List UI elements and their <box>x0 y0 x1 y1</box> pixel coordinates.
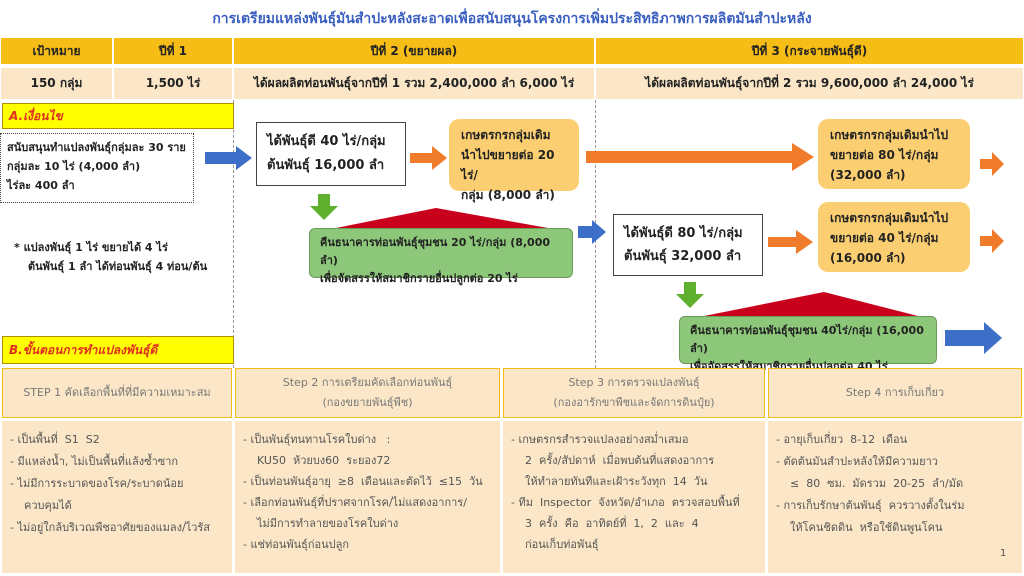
target-value: 150 กลุ่ม <box>0 67 113 100</box>
step-item: - ไม่อยู่ใกล้บริเวณพืชอาศัยของแมลง/ไวรัส <box>10 521 211 534</box>
step-item: - ทีม Inspector จังหวัด/อำเภอ ตรวจสอบพื้… <box>511 496 740 509</box>
header-year1: ปีที่ 1 <box>113 37 233 65</box>
step-item: 2 ครั้ง/สัปดาห์ เมื่อพบต้นที่แสดงอาการ <box>511 454 715 467</box>
divider-year2 <box>233 100 234 368</box>
step-subtitle: (กองอารักขาพืชและจัดการดินปุ๋ย) <box>553 396 715 409</box>
step-item: ≤ 80 ซม. มัดรวม 20-25 ลำ/มัด <box>776 477 964 490</box>
section-b-label: B.ขั้นตอนการทำแปลงพันธุ์ดี <box>2 336 234 364</box>
year2-yield-box: ได้พันธุ์ดี 40 ไร่/กลุ่ม ต้นพันธุ์ 16,00… <box>256 122 406 186</box>
header-year3: ปีที่ 3 (กระจายพันธุ์ดี) <box>595 37 1024 65</box>
support-line: สนับสนุนทำแปลงพันธุ์กลุ่มละ 30 ราย <box>7 141 186 154</box>
note-line: * แปลงพันธุ์ 1 ไร่ ขยายได้ 4 ไร่ <box>14 241 168 254</box>
step-title: Step 2 การเตรียมคัดเลือกท่อนพันธุ์ <box>282 376 453 389</box>
yield-line: ได้พันธุ์ดี 80 ไร่/กลุ่ม <box>624 226 743 241</box>
page-number: 1 <box>1000 548 1007 559</box>
step-item: ให้ทำลายทันทีและเฝ้าระวังทุก 14 วัน <box>511 475 708 488</box>
year3-yield-box: ได้พันธุ์ดี 80 ไร่/กลุ่ม ต้นพันธุ์ 32,00… <box>613 214 763 276</box>
step1-header: STEP 1 คัดเลือกพื้นที่ที่มีความเหมาะสม <box>2 368 232 418</box>
farmer-line: กลุ่ม (8,000 ลำ) <box>461 188 555 202</box>
year1-value: 1,500 ไร่ <box>113 67 233 100</box>
page-title: การเตรียมแหล่งพันธุ์มันสำปะหลังสะอาดเพื่… <box>212 11 812 27</box>
step2-body: - เป็นพันธุ์ทนทานโรคใบด่าง : KU50 ห้วยบง… <box>235 421 500 573</box>
farmer-line: เกษตรกรกลุ่มเดิมนำไป <box>830 211 949 225</box>
year3-farmer-box-2: เกษตรกรกลุ่มเดิมนำไป ขยายต่อ 40 ไร่/กลุ่… <box>818 202 970 272</box>
orange-arrow-icon <box>980 152 1004 176</box>
farmer-line: เกษตรกรกลุ่มเดิม <box>461 128 551 142</box>
year2-value: ได้ผลผลิตท่อนพันธุ์จากปีที่ 1 รวม 2,400,… <box>233 67 595 100</box>
step-item: ไม่มีการทำลายของโรคใบด่าง <box>243 517 399 530</box>
step-item: - ตัดต้นมันสำปะหลังให้มีความยาว <box>776 455 938 468</box>
step-item: 3 ครั้ง คือ อาทิตย์ที่ 1, 2 และ 4 <box>511 517 699 530</box>
section-a-label: A.เงื่อนไข <box>2 103 234 129</box>
yield-line: ต้นพันธุ์ 16,000 ลำ <box>267 158 385 173</box>
year2-farmer-box: เกษตรกรกลุ่มเดิม นำไปขยายต่อ 20 ไร่/ กลุ… <box>449 119 579 202</box>
header-target: เป้าหมาย <box>0 37 113 65</box>
step-item: - ไม่มีการระบาดของโรค/ระบาดน้อย <box>10 477 184 490</box>
farmer-line: เกษตรกรกลุ่มเดิมนำไป <box>830 128 949 142</box>
orange-arrow-icon <box>768 230 813 254</box>
year3-value: ได้ผลผลิตท่อนพันธุ์จากปีที่ 2 รวม 9,600,… <box>595 67 1024 100</box>
bank-line: คืนธนาคารท่อนพันธุ์ชุมชน 20 ไร่/กลุ่ม (8… <box>320 236 551 267</box>
step3-header: Step 3 การตรวจแปลงพันธุ์ (กองอารักขาพืชแ… <box>503 368 765 418</box>
farmer-line: (16,000 ลำ) <box>830 251 906 265</box>
support-box: สนับสนุนทำแปลงพันธุ์กลุ่มละ 30 ราย กลุ่ม… <box>0 133 194 203</box>
step-item: KU50 ห้วยบง60 ระยอง72 <box>243 454 391 467</box>
farmer-line: (32,000 ลำ) <box>830 168 906 182</box>
farmer-line: ขยายต่อ 40 ไร่/กลุ่ม <box>830 231 939 245</box>
bank-line: เพื่อจัดสรรให้สมาชิกรายอื่นปลูกต่อ 20 ไร… <box>320 272 518 285</box>
blue-arrow-icon <box>578 220 606 244</box>
support-line: กลุ่มละ 10 ไร่ (4,000 ลำ) <box>7 160 141 173</box>
yield-line: ต้นพันธุ์ 32,000 ลำ <box>624 249 742 264</box>
orange-arrow-icon <box>586 143 814 171</box>
step-title: STEP 1 คัดเลือกพื้นที่ที่มีความเหมาะสม <box>23 386 211 399</box>
green-arrow-icon <box>310 194 338 220</box>
step-item: ให้โคนชิดดิน หรือใช้ดินพูนโคน <box>776 521 943 534</box>
green-arrow-icon <box>676 282 704 308</box>
orange-arrow-icon <box>980 229 1004 253</box>
bank-line: คืนธนาคารท่อนพันธุ์ชุมชน 40ไร่/กลุ่ม (16… <box>690 324 924 355</box>
red-triangle-icon <box>336 208 548 228</box>
step-item: - เลือกท่อนพันธุ์ที่ปราศจากโรค/ไม่แสดงอา… <box>243 496 467 509</box>
step-item: ก่อนเก็บท่อพันธุ์ <box>511 538 599 551</box>
red-triangle-icon <box>704 292 918 316</box>
step-item: - แช่ท่อนพันธุ์ก่อนปลูก <box>243 538 350 551</box>
step1-body: - เป็นพื้นที่ S1 S2 - มีแหล่งน้ำ, ไม่เป็… <box>2 421 232 573</box>
step3-body: - เกษตรกรสำรวจแปลงอย่างสม่ำเสมอ 2 ครั้ง/… <box>503 421 765 573</box>
note-line: ต้นพันธุ์ 1 ลำ ได้ท่อนพันธุ์ 4 ท่อน/ต้น <box>28 260 208 273</box>
step-item: - มีแหล่งน้ำ, ไม่เป็นพื้นที่แล้งซ้ำซาก <box>10 455 179 468</box>
farmer-line: นำไปขยายต่อ 20 ไร่/ <box>461 148 555 182</box>
step-title: Step 3 การตรวจแปลงพันธุ์ <box>568 376 700 389</box>
yield-line: ได้พันธุ์ดี 40 ไร่/กลุ่ม <box>267 134 386 149</box>
condition-note: * แปลงพันธุ์ 1 ไร่ ขยายได้ 4 ไร่ ต้นพันธ… <box>14 238 229 276</box>
step-item: - เป็นพื้นที่ S1 S2 <box>10 433 100 446</box>
orange-arrow-icon <box>410 146 447 170</box>
divider-year3 <box>595 100 596 368</box>
step4-header: Step 4 การเก็บเกี่ยว <box>768 368 1022 418</box>
step2-header: Step 2 การเตรียมคัดเลือกท่อนพันธุ์ (กองข… <box>235 368 500 418</box>
blue-arrow-icon <box>945 322 1002 354</box>
farmer-line: ขยายต่อ 80 ไร่/กลุ่ม <box>830 148 939 162</box>
header-year2: ปีที่ 2 (ขยายผล) <box>233 37 595 65</box>
blue-arrow-icon <box>205 146 252 170</box>
step-title: Step 4 การเก็บเกี่ยว <box>845 386 945 399</box>
year3-seed-bank-box: คืนธนาคารท่อนพันธุ์ชุมชน 40ไร่/กลุ่ม (16… <box>679 316 937 373</box>
step-item: - เกษตรกรสำรวจแปลงอย่างสม่ำเสมอ <box>511 433 689 446</box>
step-item: - การเก็บรักษาต้นพันธุ์ ควรวางตั้งในร่ม <box>776 499 965 512</box>
step-subtitle: (กองขยายพันธุ์พืช) <box>322 396 413 409</box>
year2-seed-bank-box: คืนธนาคารท่อนพันธุ์ชุมชน 20 ไร่/กลุ่ม (8… <box>309 228 573 285</box>
support-line: ไร่ละ 400 ลำ <box>7 179 75 192</box>
year3-farmer-box-1: เกษตรกรกลุ่มเดิมนำไป ขยายต่อ 80 ไร่/กลุ่… <box>818 119 970 189</box>
step-item: - อายุเก็บเกี่ยว 8-12 เดือน <box>776 433 908 446</box>
step4-body: - อายุเก็บเกี่ยว 8-12 เดือน - ตัดต้นมันส… <box>768 421 1022 573</box>
step-item: - เป็นพันธุ์ทนทานโรคใบด่าง : <box>243 433 391 446</box>
step-item: ควบคุมได้ <box>10 499 72 512</box>
step-item: - เป็นท่อนพันธุ์อายุ ≥8 เดือนและตัดไว้ ≤… <box>243 475 483 488</box>
